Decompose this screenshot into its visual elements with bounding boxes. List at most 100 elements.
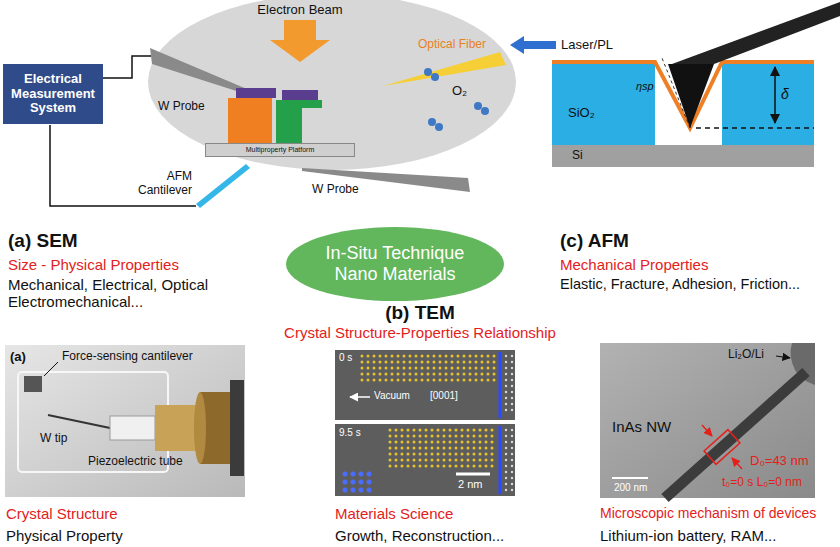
atom-dot bbox=[481, 379, 484, 382]
atom-dot bbox=[461, 429, 464, 432]
atom-dot bbox=[395, 441, 398, 444]
atom-dot bbox=[385, 373, 388, 376]
atom-dot bbox=[469, 379, 472, 382]
atom-dot bbox=[479, 429, 482, 432]
atom-dot bbox=[409, 361, 412, 364]
atom-dot bbox=[505, 391, 507, 393]
atom-dot bbox=[511, 477, 513, 479]
atom-dot bbox=[431, 453, 434, 456]
atom-dot bbox=[511, 397, 513, 399]
atom-dot bbox=[343, 472, 372, 493]
atom-dot bbox=[449, 429, 452, 432]
atom-dot bbox=[445, 379, 448, 382]
atom-dot bbox=[473, 447, 476, 450]
atom-dot bbox=[511, 361, 513, 363]
atom-dot bbox=[511, 447, 513, 449]
atom-dot bbox=[493, 361, 496, 364]
caption-body: Lithium-ion battery, RAM... bbox=[600, 527, 776, 544]
atom-dot bbox=[439, 355, 442, 358]
atom-dot bbox=[415, 361, 418, 364]
atom-dot bbox=[449, 435, 452, 438]
beam-label: Electron Beam bbox=[257, 3, 342, 18]
atom-dot bbox=[361, 355, 364, 358]
atom-dot bbox=[373, 355, 376, 358]
atom-dot bbox=[491, 465, 494, 468]
layer-label: Si bbox=[572, 149, 583, 163]
atom-dot bbox=[437, 465, 440, 468]
atom-dot bbox=[511, 355, 513, 357]
atom-dot bbox=[443, 453, 446, 456]
atom-dot bbox=[437, 447, 440, 450]
layer-label: SiO₂ bbox=[568, 106, 595, 121]
atom-dot bbox=[487, 373, 490, 376]
atom-dot bbox=[419, 465, 422, 468]
instrument-photo bbox=[24, 376, 42, 392]
atom-dot bbox=[413, 459, 416, 462]
atom-dot bbox=[511, 379, 513, 381]
atom-dot bbox=[467, 447, 470, 450]
atom-dot bbox=[367, 373, 370, 376]
lattice-image bbox=[350, 396, 370, 398]
tem-image bbox=[702, 425, 712, 436]
atom-dot bbox=[467, 465, 470, 468]
atom-dot bbox=[455, 429, 458, 432]
afm-figure bbox=[552, 62, 814, 128]
atom-dot bbox=[351, 472, 356, 477]
part-label: W tip bbox=[40, 432, 67, 446]
measurement-wire bbox=[101, 56, 151, 78]
atom-dot bbox=[505, 409, 507, 411]
atom-dot bbox=[511, 459, 513, 461]
instrument-photo bbox=[230, 380, 244, 476]
instrument-photo bbox=[155, 405, 200, 451]
atom-dot bbox=[469, 367, 472, 370]
measurement-wire bbox=[50, 125, 196, 206]
atom-dot bbox=[391, 373, 394, 376]
atom-dot bbox=[485, 465, 488, 468]
atom-dot bbox=[505, 403, 507, 405]
atom-dot bbox=[455, 447, 458, 450]
atom-dot bbox=[367, 367, 370, 370]
atom-dot bbox=[391, 355, 394, 358]
sample-stage bbox=[276, 100, 302, 143]
atom-dot bbox=[389, 429, 392, 432]
atom-dot bbox=[457, 355, 460, 358]
atom-dot bbox=[455, 465, 458, 468]
atom-dot bbox=[413, 435, 416, 438]
atom-dot bbox=[407, 447, 410, 450]
atom-dot bbox=[511, 441, 513, 443]
depth-label: δ bbox=[781, 86, 789, 102]
atom-dot bbox=[461, 441, 464, 444]
atom-dot bbox=[427, 367, 430, 370]
atom-dot bbox=[379, 361, 382, 364]
atom-dot bbox=[395, 429, 398, 432]
caption-body: Physical Property bbox=[6, 527, 123, 544]
atom-dot bbox=[457, 367, 460, 370]
atom-dot bbox=[425, 429, 428, 432]
lattice-image bbox=[456, 473, 490, 476]
atom-dot bbox=[419, 429, 422, 432]
atom-dot bbox=[395, 435, 398, 438]
gas-label: O₂ bbox=[452, 84, 467, 99]
atom-dot bbox=[473, 435, 476, 438]
instrument-photo bbox=[5, 345, 245, 497]
atom-dot bbox=[389, 453, 392, 456]
atom-dot bbox=[437, 441, 440, 444]
atom-dot bbox=[473, 429, 476, 432]
atom-dot bbox=[409, 355, 412, 358]
atom-dot bbox=[475, 379, 478, 382]
atom-dot bbox=[379, 367, 382, 370]
atom-dot bbox=[397, 355, 400, 358]
atom-dot bbox=[403, 367, 406, 370]
atom-dot bbox=[511, 471, 513, 473]
atom-dot bbox=[433, 379, 436, 382]
atom-dot bbox=[505, 373, 507, 375]
atom-dot bbox=[395, 453, 398, 456]
atom-dot bbox=[403, 379, 406, 382]
atom-dot bbox=[505, 441, 507, 443]
atom-dot bbox=[491, 447, 494, 450]
caption-title: Materials Science bbox=[335, 505, 453, 522]
atom-dot bbox=[397, 367, 400, 370]
atom-dot bbox=[485, 435, 488, 438]
atom-dot bbox=[451, 373, 454, 376]
atom-dot bbox=[413, 453, 416, 456]
